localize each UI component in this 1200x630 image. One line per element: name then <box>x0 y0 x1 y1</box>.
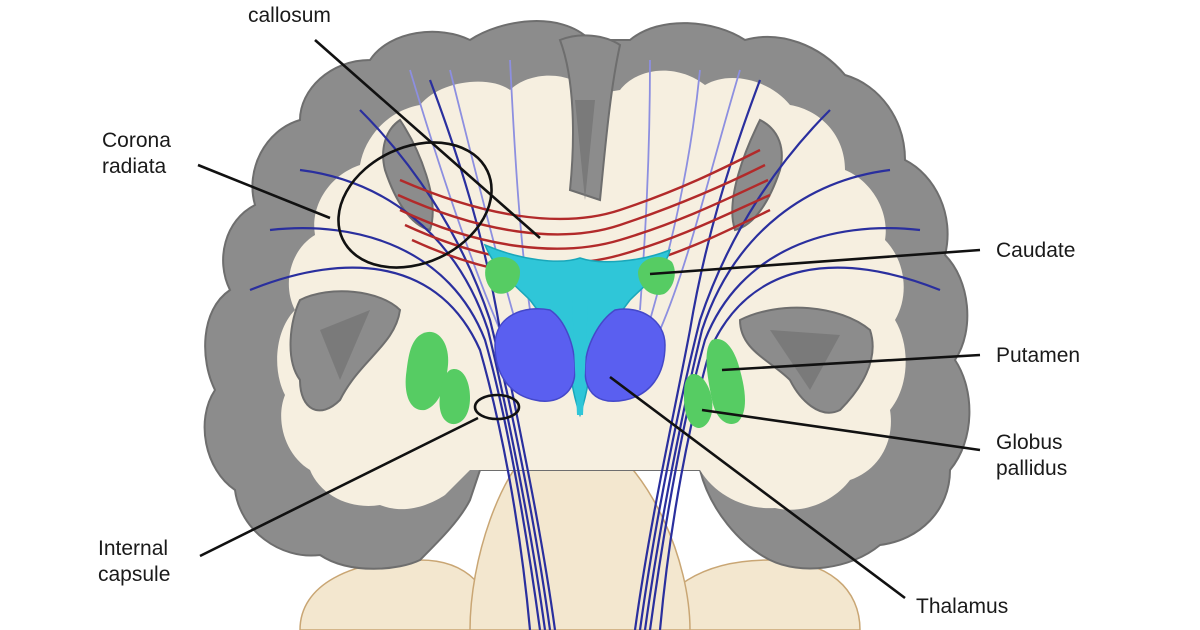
label-putamen: Putamen <box>996 344 1081 367</box>
leader-caudate <box>649 248 981 276</box>
label-caudate: Caudate <box>996 239 1076 262</box>
leader-corpus-callosum <box>314 39 541 239</box>
leader-thalamus <box>609 375 906 600</box>
leader-putamen <box>721 353 981 372</box>
lentiform-nucleus <box>405 331 745 428</box>
label-globus-pallidus: Globus pallidus <box>996 431 1068 480</box>
thalamus <box>494 308 666 402</box>
corona-radiata-ring <box>337 141 493 269</box>
internal-capsule-ring <box>473 393 521 421</box>
label-corona-radiata: Corona radiata <box>102 129 171 178</box>
leader-internal-capsule <box>199 416 479 558</box>
caudate <box>485 257 675 295</box>
label-internal-capsule: Internal capsule <box>98 537 171 586</box>
label-thalamus: Thalamus <box>916 595 1009 618</box>
label-corpus-callosum: callosum <box>248 4 331 27</box>
leader-corona-radiata <box>197 163 331 220</box>
leader-globus-pallidus <box>701 408 981 452</box>
